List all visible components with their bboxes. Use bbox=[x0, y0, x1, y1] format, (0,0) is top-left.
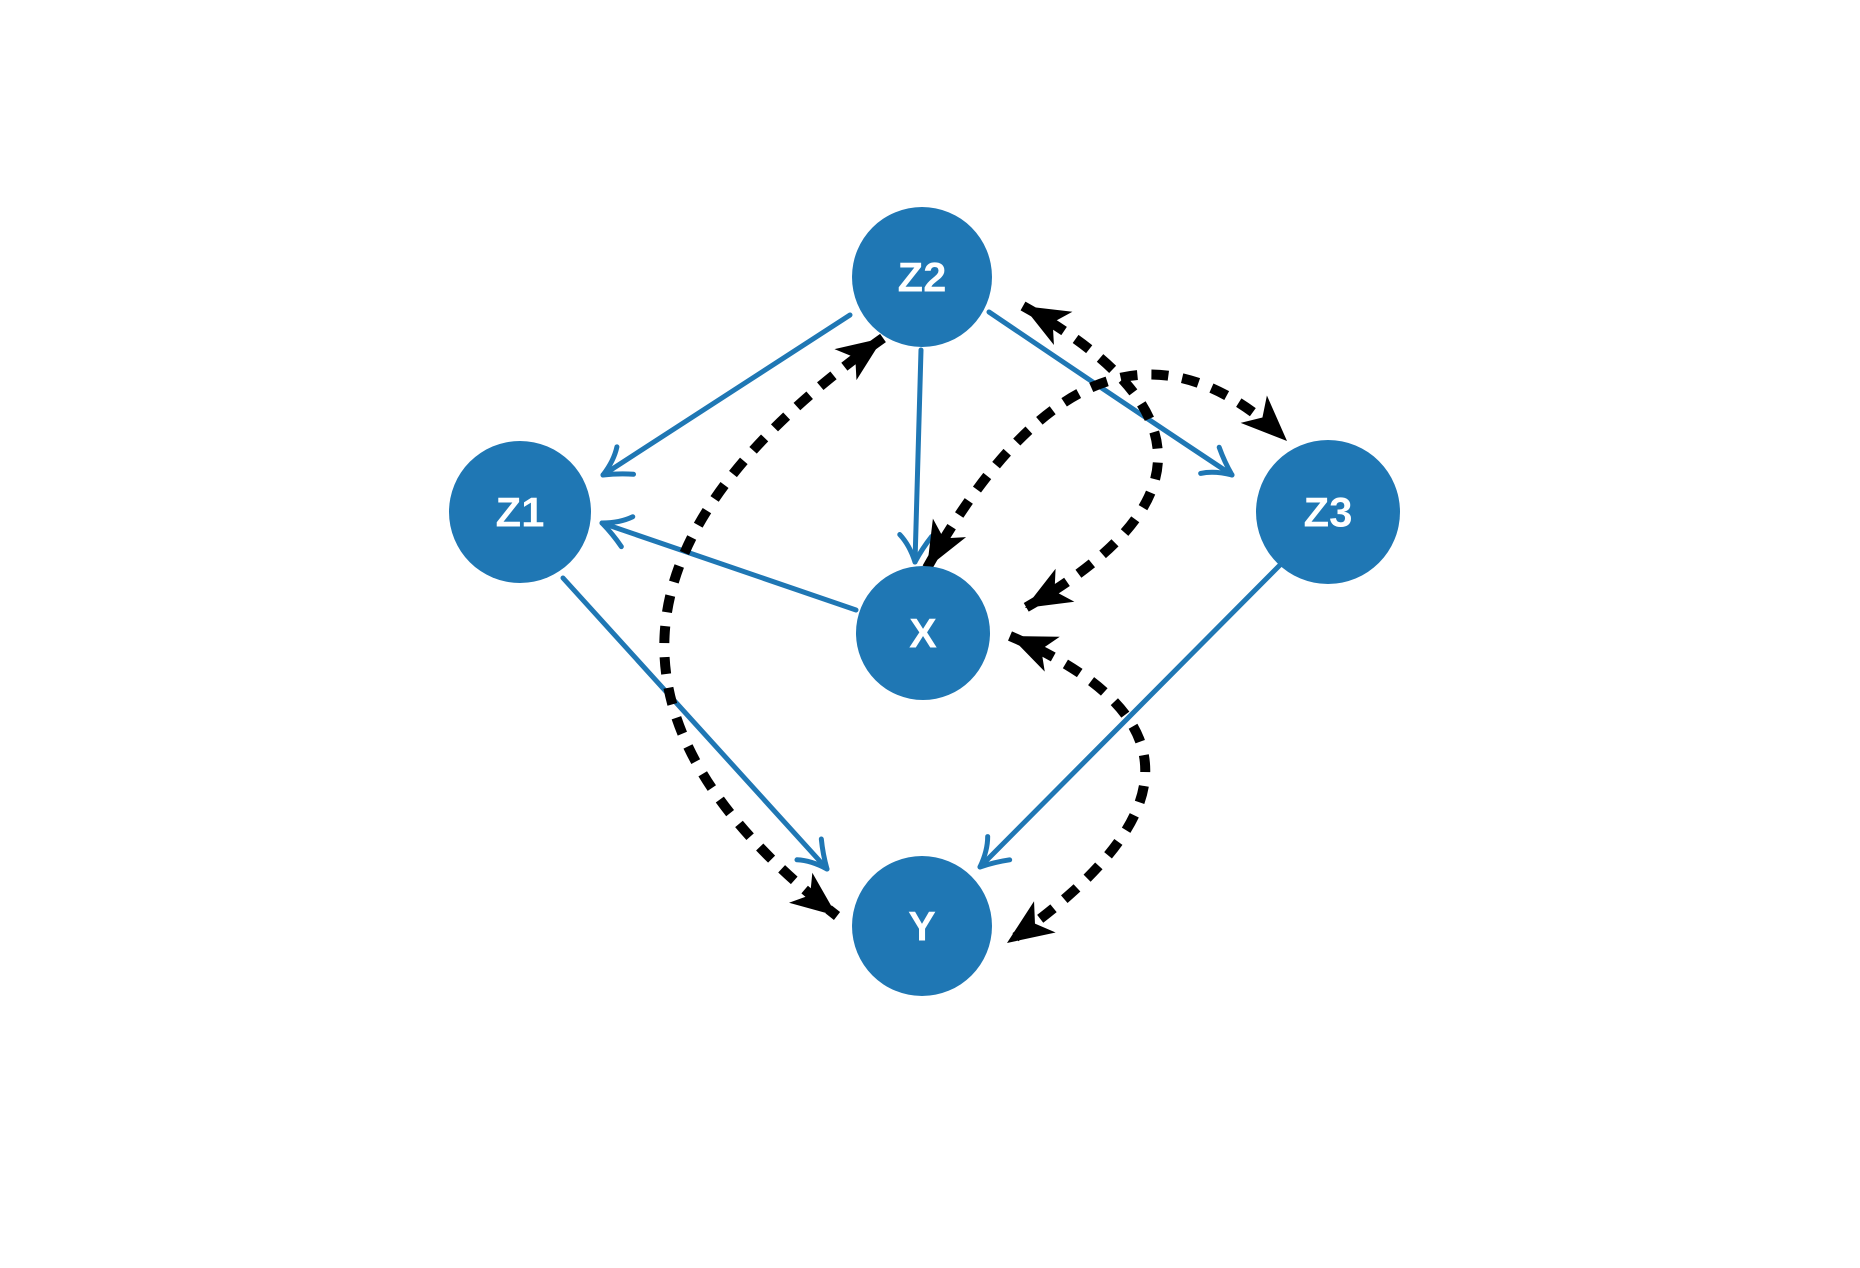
node-z2: Z2 bbox=[852, 207, 992, 347]
node-y-label: Y bbox=[908, 903, 936, 950]
edge-z2-z3 bbox=[986, 309, 1235, 478]
node-z2-circle bbox=[852, 207, 992, 347]
node-z1-circle bbox=[449, 441, 591, 583]
edge-z1-y bbox=[560, 575, 830, 872]
node-z3: Z3 bbox=[1256, 440, 1400, 584]
node-z1: Z1 bbox=[449, 441, 591, 583]
bidirected-edge-x-y bbox=[1004, 631, 1151, 948]
node-x: X bbox=[856, 566, 990, 700]
node-z3-circle bbox=[1256, 440, 1400, 584]
node-y-circle bbox=[852, 856, 992, 996]
edge-z2-z1 bbox=[600, 312, 853, 478]
edge-z2-x bbox=[897, 347, 935, 565]
node-z2-label: Z2 bbox=[897, 254, 946, 301]
node-x-circle bbox=[856, 566, 990, 700]
node-z1-label: Z1 bbox=[495, 489, 544, 536]
node-y: Y bbox=[852, 856, 992, 996]
node-x-label: X bbox=[909, 610, 937, 657]
bidirected-edge-x-z3 bbox=[922, 369, 1291, 571]
bidirected-edge-z2-y bbox=[659, 333, 886, 920]
edge-x-z1 bbox=[599, 514, 859, 613]
node-z3-label: Z3 bbox=[1303, 489, 1352, 536]
